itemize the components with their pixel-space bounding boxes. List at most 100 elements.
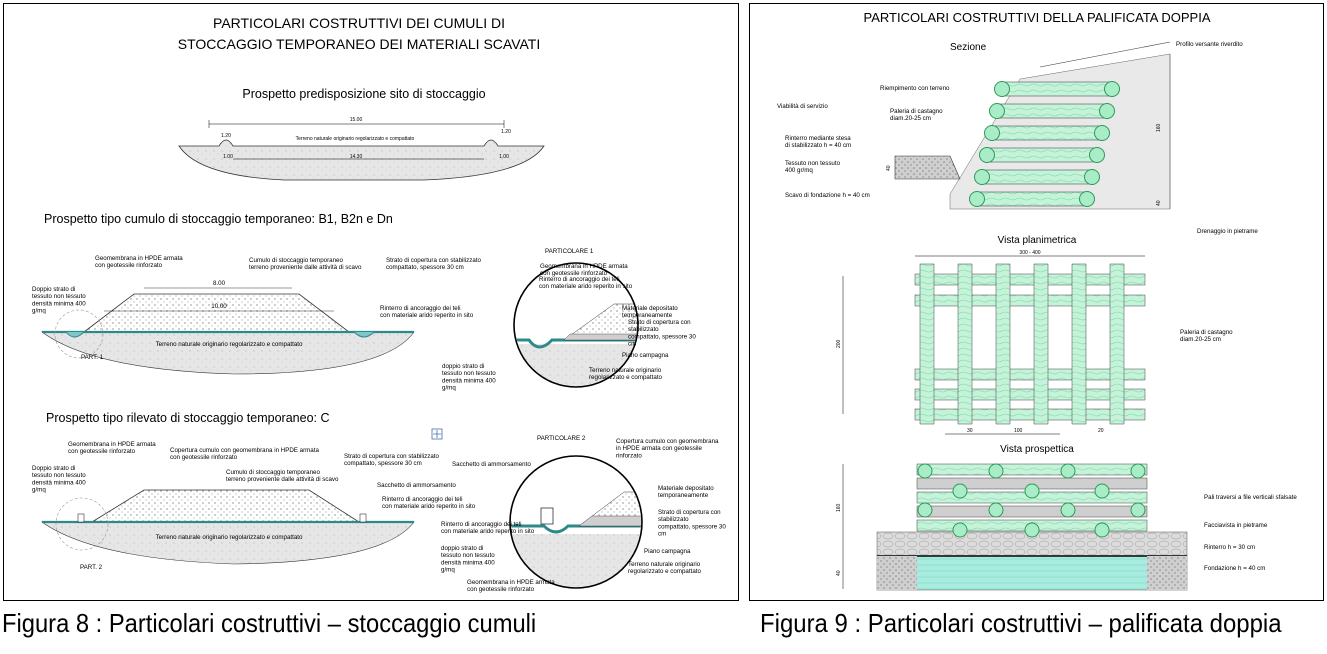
sezione-riempimento-label: Riempimento con terreno (880, 85, 950, 92)
figure-9-caption: Figura 9 : Particolari costruttivi – pal… (760, 608, 1282, 638)
detail1-title: PARTICOLARE 1 (545, 248, 594, 255)
detail1-circle (513, 262, 639, 388)
pros-log-end (917, 463, 933, 479)
pros-log-end (988, 463, 1004, 479)
fig8-title-line1: PARTICOLARI COSTRUTTIVI DEI CUMULI DI (213, 15, 505, 31)
figure-9-drawing: PARTICOLARI COSTRUTTIVI DELLA PALIFICATA… (777, 10, 1297, 591)
fig9-title: PARTICOLARI COSTRUTTIVI DELLA PALIFICATA… (864, 10, 1211, 25)
section-log (991, 125, 1103, 141)
detail2-sacchetto-label: Sacchetto di ammorsamento (452, 461, 531, 468)
pros-rinterro-label: Rinterro h = 30 cm (1204, 544, 1255, 551)
section-log-end (1104, 81, 1120, 97)
pros-facciavista-label: Facciavista in pietrame (1204, 522, 1268, 529)
plan-horizontal-log (914, 388, 1146, 401)
sezione-drawing (894, 41, 1171, 210)
sezione-dim-small: 40 (886, 165, 892, 171)
section-log-end (979, 147, 995, 163)
pros-pali-label: Pali traversi a file verticali sfalsate (1204, 494, 1297, 501)
pros-log-end (988, 502, 1004, 518)
pros-log-end (1060, 502, 1076, 518)
sezione-dim-small2: 40 (1156, 200, 1162, 206)
dim-left-top: 1.20 (221, 133, 231, 139)
section-log-end (989, 103, 1005, 119)
pros-log-end (1094, 483, 1110, 499)
dim-middle: 14.30 (350, 154, 363, 160)
figure-8-drawing: PARTICOLARI COSTRUTTIVI DEI CUMULI DI ST… (32, 15, 726, 593)
pros-log-end (1024, 483, 1040, 499)
section-log-end (969, 191, 985, 207)
section1-heading: Prospetto predisposizione sito di stocca… (242, 87, 485, 101)
dim-right-top: 1.20 (501, 129, 511, 135)
section2-heading: Prospetto tipo cumulo di stoccaggio temp… (44, 212, 393, 226)
plan-horizontal-log (914, 273, 1146, 286)
plan-vertical-log (1071, 263, 1087, 425)
pros-log-row (916, 463, 1148, 476)
plan-dim-width: 300 - 400 (1019, 250, 1040, 256)
section-log (976, 191, 1088, 207)
pros-log-end (917, 502, 933, 518)
plan-vertical-log (957, 263, 973, 425)
part2-label: PART. 2 (80, 564, 103, 571)
move-handle-icon[interactable] (431, 428, 443, 440)
section-log-end (974, 169, 990, 185)
dim-right-bottom: 1.00 (499, 154, 509, 160)
part1-label: PART. 1 (81, 354, 104, 361)
pile-c-profile (41, 489, 415, 565)
pile1-dim-bottom: 10.00 (211, 303, 227, 310)
pros-log-end (1130, 463, 1146, 479)
pile2-terreno-label: Terreno naturale originario regolarizzat… (156, 534, 303, 541)
plan-horizontal-log (914, 408, 1146, 421)
figure-8-panel: PARTICOLARI COSTRUTTIVI DEI CUMULI DI ST… (3, 3, 739, 601)
site-preparation-profile (178, 120, 545, 181)
fig8-title-line2: STOCCAGGIO TEMPORANEO DEI MATERIALI SCAV… (178, 36, 541, 52)
planimetrica-drawing (842, 255, 1146, 435)
dim-total: 15.00 (350, 117, 363, 123)
section-log-end (1079, 191, 1095, 207)
sezione-scavo-label: Scavo di fondazione h = 40 cm (785, 192, 870, 199)
plan-vertical-log (995, 263, 1011, 425)
pros-log-end (952, 483, 968, 499)
planimetrica-heading: Vista planimetrica (998, 235, 1077, 246)
section-log (1001, 81, 1113, 97)
plan-vertical-log (1033, 263, 1049, 425)
section-log-end (1084, 169, 1100, 185)
section-log-end (1099, 103, 1115, 119)
section-log-end (984, 125, 1000, 141)
section-log (986, 147, 1098, 163)
sezione-viabilita-label: Viabilità di servizio (777, 103, 828, 110)
pros-log-end (1024, 522, 1040, 538)
pile1-terreno-label: Terreno naturale originario regolarizzat… (156, 341, 303, 348)
section-log (996, 103, 1108, 119)
plan-vertical-log (1109, 263, 1125, 425)
plan-dim-height: 200 (836, 339, 842, 348)
site-ground-label: Terreno naturale originario regolarizzat… (296, 136, 415, 142)
section-log-end (1089, 147, 1105, 163)
figure-9-panel: PARTICOLARI COSTRUTTIVI DELLA PALIFICATA… (749, 3, 1324, 601)
pros-log-end (1130, 502, 1146, 518)
detail1-piano-label: Piano campagna (622, 352, 669, 359)
pile2-copertura-cumulo-label: Copertura cumulo con geomembrana in HPDE… (170, 447, 319, 461)
